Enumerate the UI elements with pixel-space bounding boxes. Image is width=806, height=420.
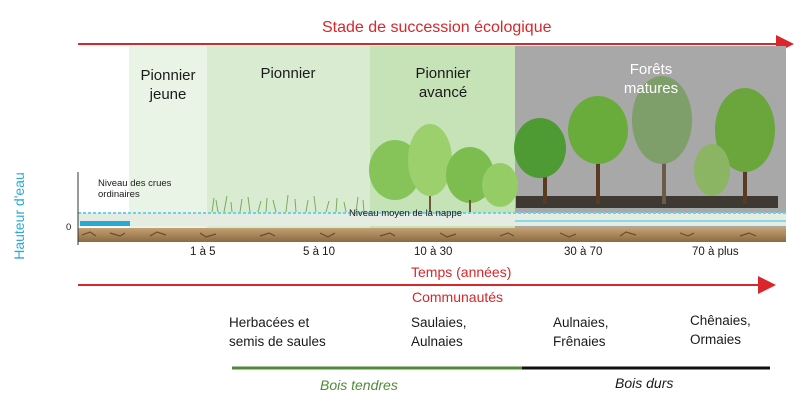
stage-label-advanced-pioneer: Pionnier avancé bbox=[395, 64, 491, 102]
soil-texture bbox=[81, 231, 757, 238]
y-axis-zero-label: 0 bbox=[66, 222, 72, 233]
flood-level-line2: ordinaires bbox=[98, 189, 140, 200]
stage-label-line1: Pionnier bbox=[140, 67, 196, 84]
stage-label-line1: Pionnier bbox=[260, 65, 316, 82]
soil-strip bbox=[78, 228, 786, 242]
community-line1: Saulaies, bbox=[411, 315, 467, 330]
community-line1: Chênaies, bbox=[690, 313, 751, 328]
stage-label-pioneer: Pionnier bbox=[239, 64, 337, 83]
community-line2: Frênaies bbox=[553, 334, 606, 349]
water-table-label: Niveau moyen de la nappe bbox=[349, 208, 463, 219]
time-tick: 10 à 30 bbox=[414, 246, 453, 258]
stage-band-young-pioneer bbox=[129, 46, 207, 228]
stage-label-line2: matures bbox=[623, 80, 679, 97]
community-line2: Aulnaies bbox=[411, 334, 463, 349]
community-herbaceous: Herbacées et semis de saules bbox=[229, 313, 326, 351]
stage-label-mature-forest: Forêts matures bbox=[606, 60, 696, 98]
community-line2: Ormaies bbox=[690, 332, 742, 347]
hard-wood-label: Bois durs bbox=[615, 375, 674, 391]
grass-illustration bbox=[211, 194, 365, 213]
time-axis-label: Temps (années) bbox=[411, 264, 512, 280]
time-tick: 70 à plus bbox=[692, 246, 739, 258]
community-line1: Herbacées et bbox=[229, 315, 310, 330]
stage-label-line2: avancé bbox=[418, 84, 468, 101]
flood-level-label: Niveau des crues ordinaires bbox=[98, 178, 171, 200]
groundwater-layer bbox=[78, 213, 786, 226]
community-willow: Saulaies, Aulnaies bbox=[411, 313, 467, 351]
community-line1: Aulnaies, bbox=[553, 315, 609, 330]
time-tick: 1 à 5 bbox=[190, 246, 216, 258]
water-level-marker bbox=[80, 221, 130, 226]
community-oak: Chênaies, Ormaies bbox=[690, 311, 751, 349]
y-axis-label: Hauteur d'eau bbox=[11, 172, 27, 260]
mature-trees-illustration bbox=[514, 76, 778, 208]
flood-level-line1: Niveau des crues bbox=[98, 178, 172, 189]
willow-illustration bbox=[369, 124, 518, 212]
community-alder: Aulnaies, Frênaies bbox=[553, 313, 609, 351]
soft-wood-label: Bois tendres bbox=[320, 377, 398, 393]
community-line2: semis de saules bbox=[229, 334, 326, 349]
stage-title: Stade de succession écologique bbox=[322, 19, 552, 36]
communities-title: Communautés bbox=[412, 289, 504, 305]
time-tick: 30 à 70 bbox=[564, 246, 603, 258]
stage-label-line1: Forêts bbox=[629, 61, 673, 78]
time-tick: 5 à 10 bbox=[303, 246, 335, 258]
stage-label-line2: jeune bbox=[149, 86, 187, 103]
stage-label-young-pioneer: Pionnier jeune bbox=[129, 66, 207, 104]
stage-label-line1: Pionnier bbox=[415, 65, 471, 82]
stage-band-pioneer bbox=[207, 46, 370, 228]
